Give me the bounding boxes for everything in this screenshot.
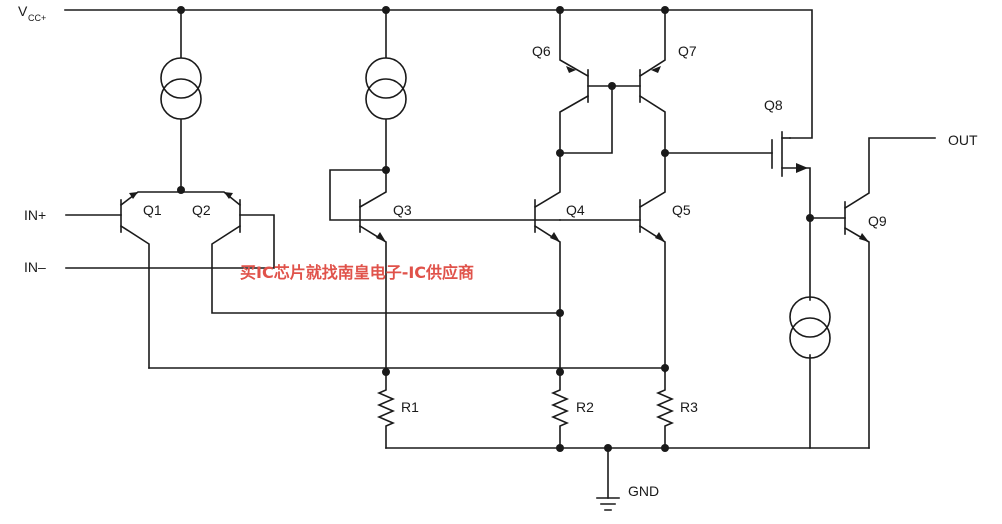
watermark: 买IC芯片就找南皇电子-IC供应商 xyxy=(240,263,474,282)
r3-label: R3 xyxy=(680,399,698,415)
ground-icon xyxy=(596,497,620,511)
q7-label: Q7 xyxy=(678,43,697,59)
q6-label: Q6 xyxy=(532,43,551,59)
q2-transistor xyxy=(65,191,561,314)
q1-label: Q1 xyxy=(143,202,162,218)
resistor-r1 xyxy=(376,368,396,449)
q4-transistor xyxy=(533,152,564,373)
vcc-label-sub: CC+ xyxy=(28,13,46,23)
r2-label: R2 xyxy=(576,399,594,415)
vcc-label: V xyxy=(18,3,28,19)
q4-label: Q4 xyxy=(566,202,585,218)
out-label: OUT xyxy=(948,132,978,148)
in-plus-label: IN+ xyxy=(24,207,46,223)
q9-transistor xyxy=(806,137,936,449)
ground-rail xyxy=(385,444,870,499)
q8-label: Q8 xyxy=(764,97,783,113)
gnd-label: GND xyxy=(628,483,659,499)
q3-label: Q3 xyxy=(393,202,412,218)
current-source-tail xyxy=(160,9,202,191)
q8-transistor xyxy=(664,131,811,219)
q1-transistor xyxy=(65,191,182,369)
q3-transistor xyxy=(329,166,561,373)
in-minus-label: IN– xyxy=(24,259,46,275)
q5-transistor xyxy=(559,152,669,373)
current-source-output xyxy=(789,217,831,449)
resistor-r2 xyxy=(550,368,570,449)
q9-label: Q9 xyxy=(868,213,887,229)
resistor-r3 xyxy=(655,371,675,449)
r1-label: R1 xyxy=(401,399,419,415)
current-source-q3 xyxy=(365,9,407,171)
q7-transistor xyxy=(638,9,669,157)
q2-label: Q2 xyxy=(192,202,211,218)
q5-label: Q5 xyxy=(672,202,691,218)
q6-transistor xyxy=(556,9,641,157)
